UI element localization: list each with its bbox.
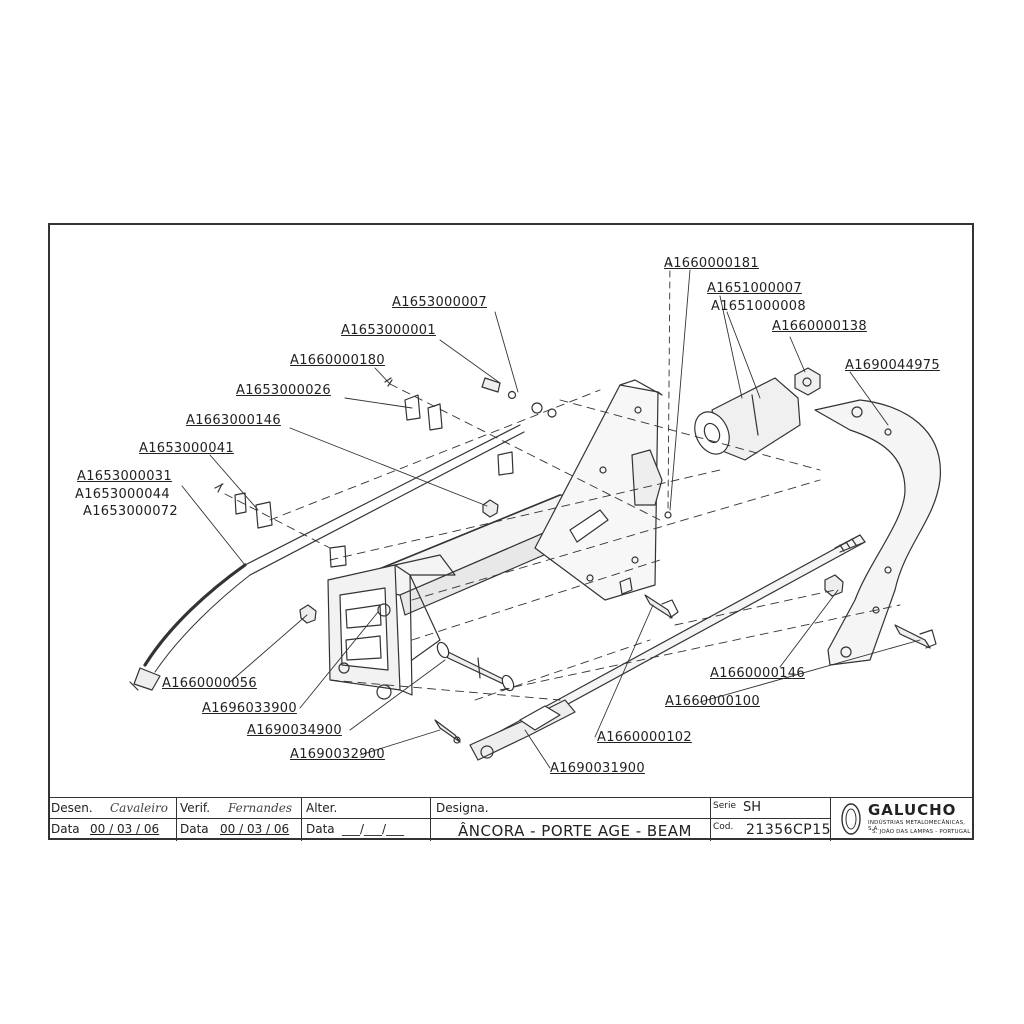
part-label-a1660000100: A1660000100	[665, 694, 760, 709]
pin-a1690034900	[436, 641, 515, 692]
data-value-2: 00 / 03 / 06	[220, 822, 290, 836]
clip-parts	[214, 377, 672, 595]
part-label-a1653000044: A1653000044	[75, 487, 170, 502]
assembly-lines	[224, 259, 901, 701]
drawing-frame	[48, 223, 974, 840]
desen-label: Desen.	[51, 801, 93, 815]
company-address: S. JOÃO DAS LAMPAS - PORTUGAL	[872, 829, 971, 835]
serie-value: SH	[743, 800, 762, 815]
control-rod	[129, 424, 525, 691]
data-value-3: ___/___/___	[342, 822, 405, 836]
anchor-arm	[814, 399, 941, 666]
leader-lines	[181, 269, 921, 769]
bolt-a1660000102	[644, 594, 679, 619]
bolt-a1660000100	[894, 624, 937, 649]
part-label-a1660000180: A1660000180	[290, 353, 385, 368]
part-label-a1690044975: A1690044975	[845, 358, 940, 373]
data-label-1: Data	[51, 822, 80, 836]
part-label-a1696033900: A1696033900	[202, 701, 297, 716]
data-label-3: Data	[306, 822, 335, 836]
part-label-a1651000007: A1651000007	[707, 281, 802, 296]
part-label-a1690031900: A1690031900	[550, 761, 645, 776]
designa-label: Designa.	[436, 801, 489, 815]
cod-label: Cod.	[713, 822, 734, 832]
verif-label: Verif.	[180, 801, 211, 815]
serie-label: Serie	[713, 801, 736, 811]
part-label-a1653000072: A1653000072	[83, 504, 178, 519]
drawing-designation: ÂNCORA - PORTE AGE - BEAM	[458, 822, 692, 840]
nut-a1660000146	[824, 574, 844, 597]
part-label-a1663000146: A1663000146	[186, 413, 281, 428]
data-value-1: 00 / 03 / 06	[90, 822, 160, 836]
data-label-2: Data	[180, 822, 209, 836]
nut-a1660000056	[299, 604, 317, 624]
part-label-a1653000041: A1653000041	[139, 441, 234, 456]
drawing-code: 21356CP15	[746, 822, 832, 838]
company-subtitle: INDÚSTRIAS METALOMECÂNICAS, S.A.	[868, 820, 966, 832]
link-a1690031900	[469, 699, 576, 761]
company-name: GALUCHO	[868, 801, 957, 819]
part-label-a1690034900: A1690034900	[247, 723, 342, 738]
mounting-plate	[534, 379, 663, 601]
part-label-a1660000102: A1660000102	[597, 730, 692, 745]
part-label-a1660000138: A1660000138	[772, 319, 867, 334]
part-label-a1653000007: A1653000007	[392, 295, 487, 310]
alter-label: Alter.	[306, 801, 338, 815]
part-label-a1653000031: A1653000031	[77, 469, 172, 484]
title-block: Desen. Cavaleiro Verif. Fernandes Alter.…	[48, 797, 974, 841]
company-logo-icon	[841, 803, 861, 835]
part-label-a1660000146: A1660000146	[710, 666, 805, 681]
verif-signature: Fernandes	[228, 801, 293, 815]
part-label-a1660000181: A1660000181	[664, 256, 759, 271]
part-label-a1653000001: A1653000001	[341, 323, 436, 338]
part-label-a1653000026: A1653000026	[236, 383, 331, 398]
part-label-a1660000056: A1660000056	[162, 676, 257, 691]
pin-a1690032900	[434, 719, 461, 744]
nut-a1663000146	[482, 499, 499, 518]
hydraulic-cylinder	[694, 377, 801, 461]
part-label-a1690032900: A1690032900	[290, 747, 385, 762]
desen-signature: Cavaleiro	[110, 801, 169, 815]
part-label-a1651000008: A1651000008	[711, 299, 806, 314]
nut-a1660000138	[794, 367, 821, 396]
